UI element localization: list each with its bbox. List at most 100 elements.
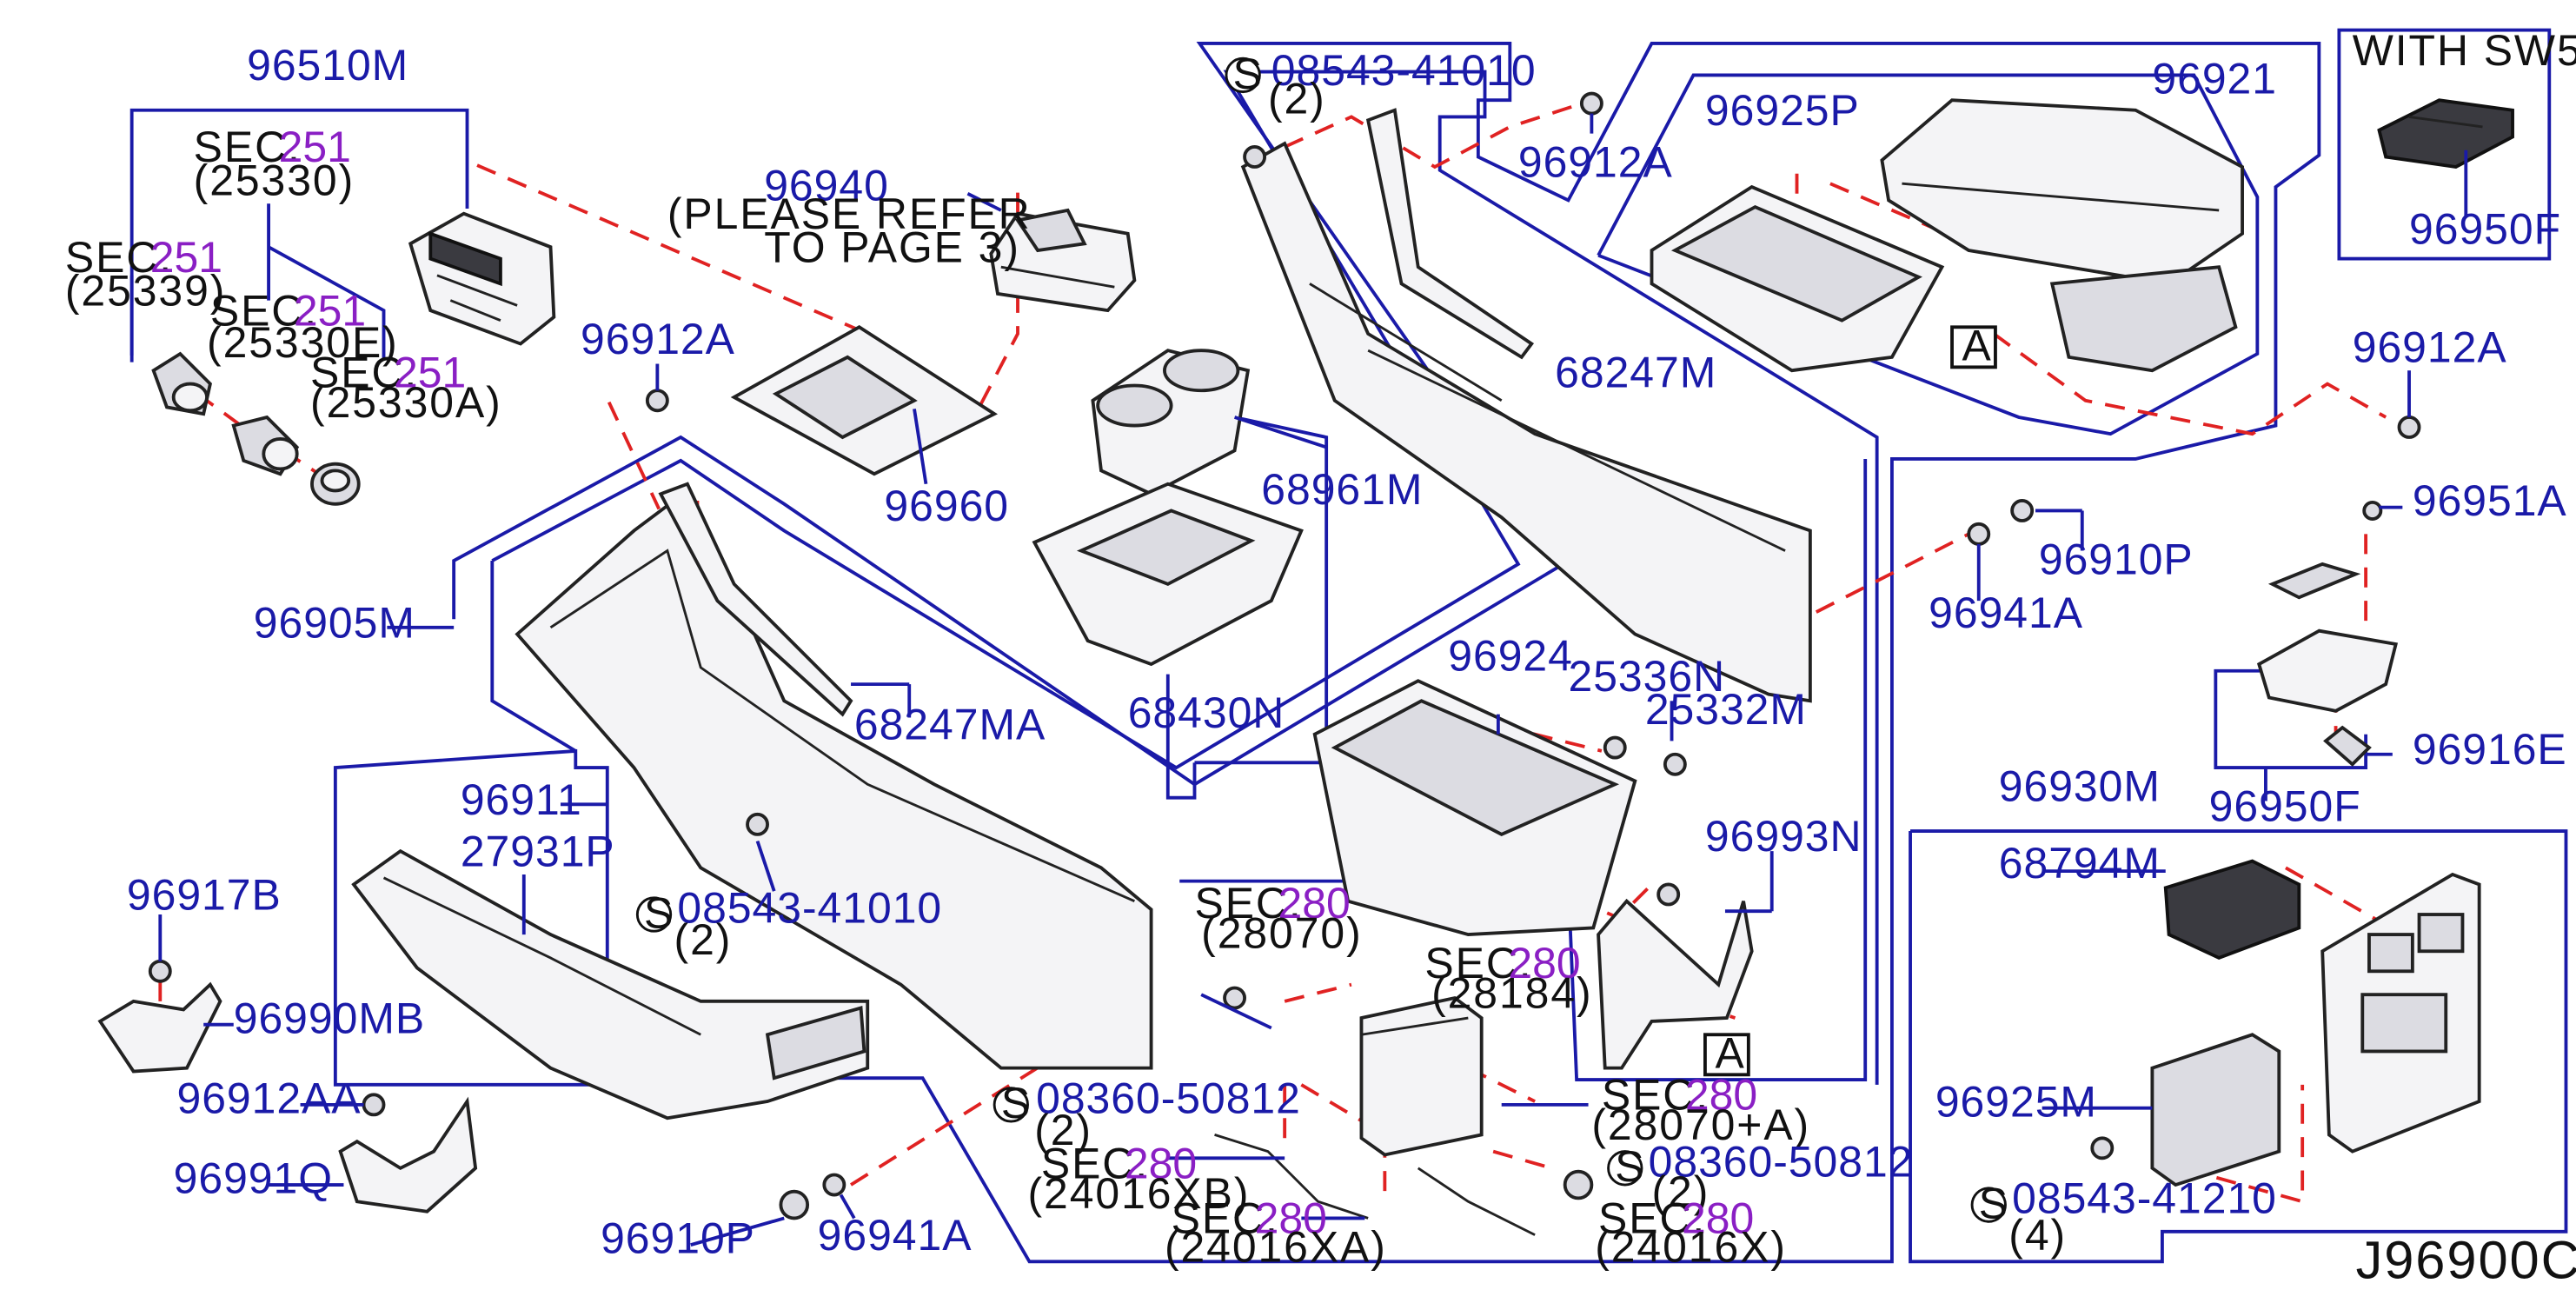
screw-marker-icon: S xyxy=(1970,1179,2009,1227)
part-label-96993N: 96993N xyxy=(1705,812,1862,861)
part-label-96950F: 96950F xyxy=(2409,204,2561,253)
ref-28070: (28070) xyxy=(1201,908,1362,957)
armrest-tray-part xyxy=(1650,184,1945,373)
part-label-96912A: 96912A xyxy=(1518,138,1673,187)
sec-label: SEC. xyxy=(210,286,318,335)
ref-25330: (25330) xyxy=(194,156,355,205)
part-label-68961M: 68961M xyxy=(1261,465,1423,514)
ref-24016XB: (24016XB) xyxy=(1028,1169,1251,1218)
sec-label: SEC. xyxy=(1598,1194,1706,1243)
storage-box-part xyxy=(1312,679,1637,936)
screw-markers: S S S S S xyxy=(635,50,2009,1227)
qty-label: (2) xyxy=(1034,1106,1092,1154)
part-label-96910P: 96910P xyxy=(2039,535,2194,583)
part-label-96921: 96921 xyxy=(2152,55,2277,103)
part-label-96917B: 96917B xyxy=(127,870,282,919)
part-label-68247MA: 68247MA xyxy=(854,700,1046,748)
sec-number-280: 280 xyxy=(1508,939,1580,987)
callout-a-text: A xyxy=(1715,1029,1745,1078)
small-bracket-parts xyxy=(97,981,478,1214)
screw-marker-text: S xyxy=(1615,1142,1645,1191)
screw-marker-text: S xyxy=(1979,1179,2009,1227)
part-label-96910P: 96910P xyxy=(601,1214,755,1263)
part-label-08543-41210: 08543-41210 xyxy=(2012,1174,2277,1223)
part-label-08360-50812: 08360-50812 xyxy=(1649,1137,1914,1186)
bracket-part xyxy=(1597,898,1754,1070)
part-label-96912AA: 96912AA xyxy=(176,1074,361,1122)
screw-marker-icon: S xyxy=(1607,1142,1645,1191)
part-label-96925M: 96925M xyxy=(1935,1077,2097,1126)
part-label-96905M: 96905M xyxy=(254,598,415,647)
part-label-08543-41010: 08543-41010 xyxy=(677,884,942,933)
sec-number-280: 280 xyxy=(1125,1139,1197,1187)
part-label-68247M: 68247M xyxy=(1555,348,1716,396)
part-illustrations xyxy=(97,91,2514,1236)
part-label-96991Q: 96991Q xyxy=(174,1154,333,1203)
screw-marker-text: S xyxy=(1233,50,1264,98)
part-label-96924: 96924 xyxy=(1448,632,1573,681)
finisher-96950F-part xyxy=(2256,562,2399,767)
sec-number-251: 251 xyxy=(150,233,222,282)
socket-parts xyxy=(151,351,361,506)
qty-label: (2) xyxy=(1651,1167,1710,1216)
ref-25330A: (25330A) xyxy=(310,378,502,427)
qty-label: (2) xyxy=(1268,75,1326,123)
part-label-96951A: 96951A xyxy=(2413,476,2567,525)
part-label-96930M: 96930M xyxy=(1999,761,2161,810)
ref-28070A: (28070+A) xyxy=(1591,1100,1810,1149)
screw-marker-text: S xyxy=(644,888,674,937)
part-label-25332M: 25332M xyxy=(1645,685,1807,734)
qty-label: (2) xyxy=(674,915,733,964)
sec-number-280: 280 xyxy=(1255,1194,1327,1243)
part-label-96912A: 96912A xyxy=(581,315,735,363)
screw-marker-text: S xyxy=(1001,1079,1032,1127)
sec-label: SEC. xyxy=(1041,1139,1149,1187)
callout-a-text: A xyxy=(1962,322,1993,370)
sec-number-280: 280 xyxy=(1278,879,1350,928)
callout-a-box xyxy=(1950,325,1997,369)
sec-number-251: 251 xyxy=(394,348,466,396)
finisher-plate-part xyxy=(730,325,999,476)
part-label-96960: 96960 xyxy=(884,482,1009,530)
ref-25330E: (25330E) xyxy=(207,318,399,367)
part-label-96941A: 96941A xyxy=(818,1211,973,1260)
part-label-08360-50812: 08360-50812 xyxy=(1036,1074,1301,1122)
rear-finisher-part xyxy=(2320,872,2481,1154)
sec-label: SEC. xyxy=(1602,1071,1710,1120)
diagram-code: J96900CZ xyxy=(2356,1231,2576,1290)
screw-marker-icon: S xyxy=(993,1079,1032,1127)
sec-label: SEC. xyxy=(1194,879,1302,928)
part-label-96950F: 96950F xyxy=(2209,782,2361,831)
part-labels: 96510M SEC. 251 (25330) SEC. 251 (25339)… xyxy=(65,26,2576,1290)
tray-part xyxy=(1032,482,1304,667)
part-label-96940: 96940 xyxy=(764,161,889,209)
part-label-96990MB: 96990MB xyxy=(234,994,425,1042)
part-label-68430N: 68430N xyxy=(1128,688,1285,737)
sec-label: SEC. xyxy=(1424,939,1532,987)
sec-label: SEC. xyxy=(194,123,302,171)
screw-marker-icon: S xyxy=(1225,50,1264,98)
qty-label: (4) xyxy=(2008,1211,2067,1260)
part-label-08543-41010: 08543-41010 xyxy=(1271,46,1537,95)
sec-label: SEC. xyxy=(1172,1194,1279,1243)
sec-label: SEC. xyxy=(310,348,418,396)
sec-number-251: 251 xyxy=(279,123,351,171)
part-label-27931P: 27931P xyxy=(461,827,615,875)
ref-28184: (28184) xyxy=(1431,969,1592,1018)
part-label-96912A: 96912A xyxy=(2353,323,2507,372)
rear-vent-part xyxy=(2163,859,2301,961)
ref-25339: (25339) xyxy=(65,266,226,315)
sec-label: SEC. xyxy=(65,233,173,282)
harness-module-part xyxy=(1214,995,1536,1236)
part-label-96510M: 96510M xyxy=(247,41,408,90)
to-page-text: TO PAGE 3) xyxy=(764,223,1020,271)
screw-marker-icon: S xyxy=(635,888,674,937)
cup-holder-part xyxy=(1091,349,1251,496)
label-leaders xyxy=(158,113,2468,1247)
with-sw5-label: WITH SW5 xyxy=(2353,26,2576,75)
module-part xyxy=(2150,1033,2281,1187)
switch-panel-part xyxy=(408,211,556,346)
fasteners xyxy=(148,91,2421,1220)
part-label-96916E: 96916E xyxy=(2413,725,2567,774)
